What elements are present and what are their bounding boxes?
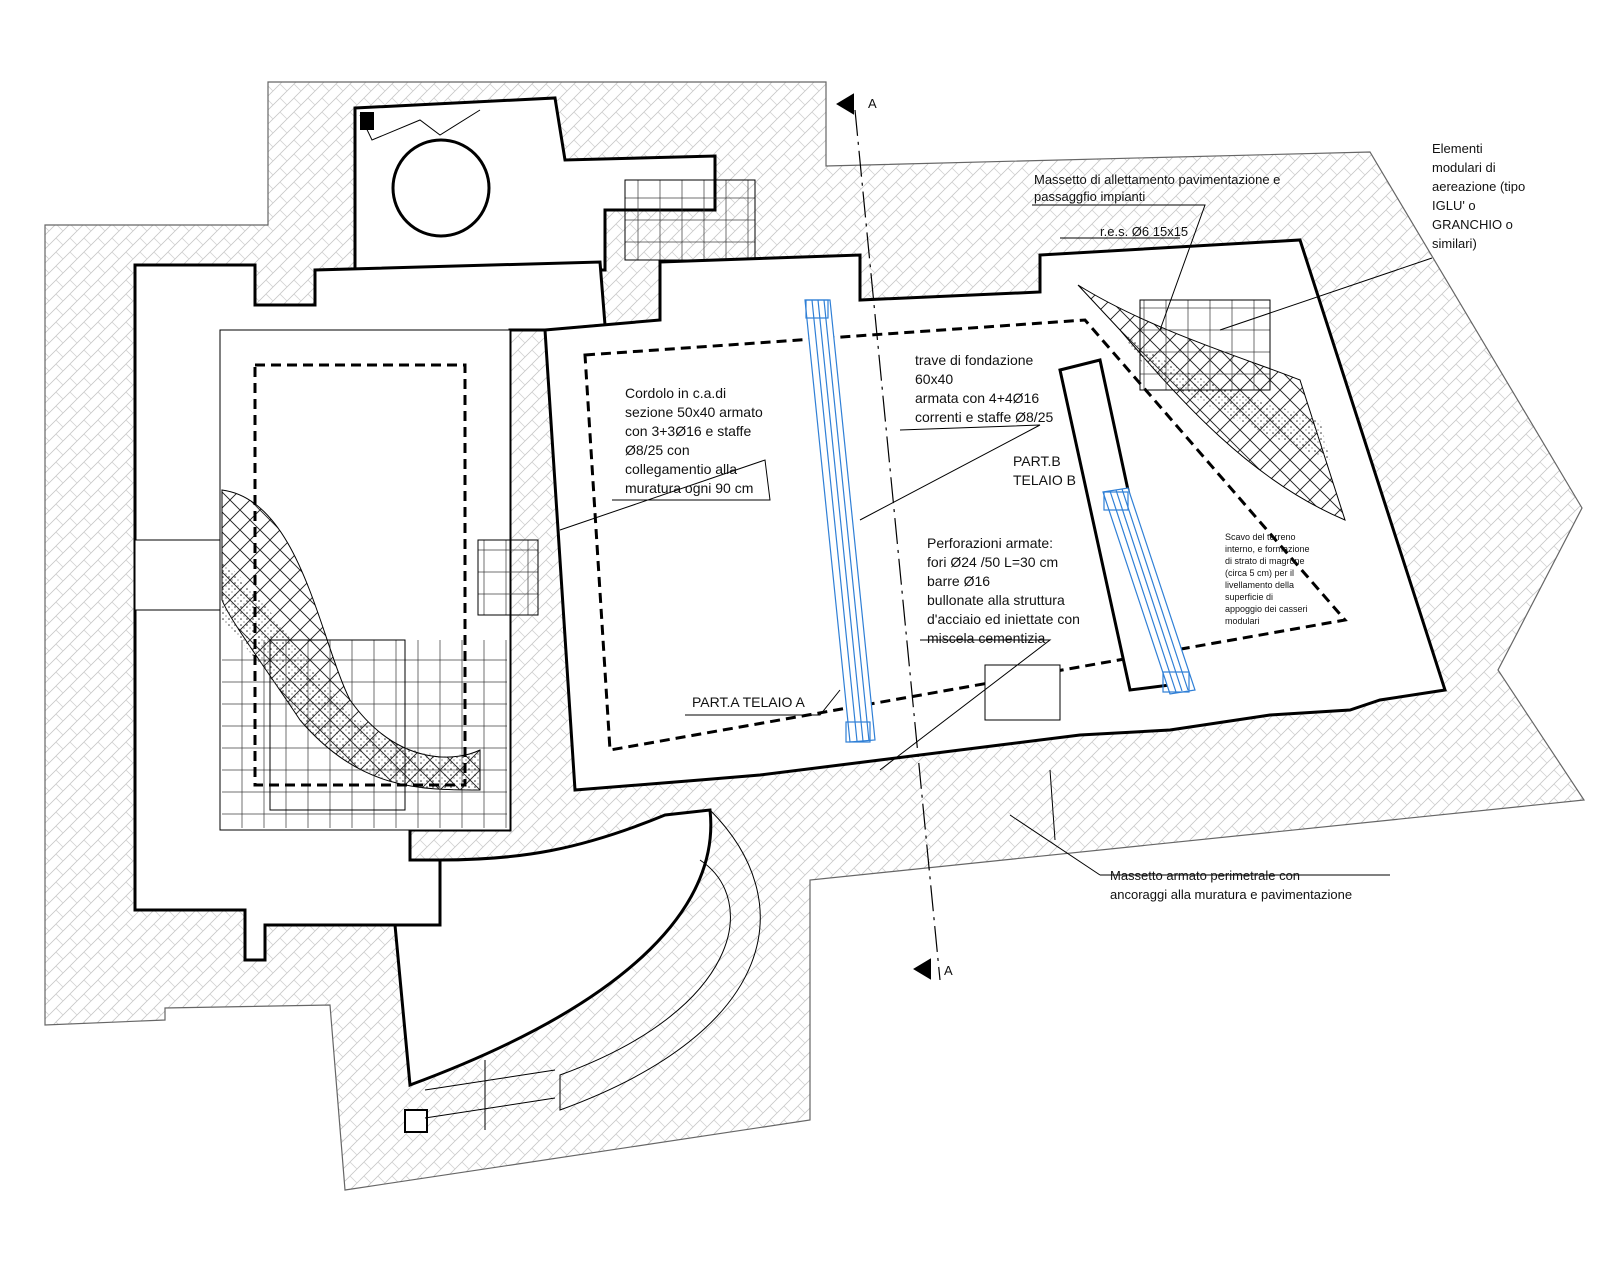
section-arrow-bottom-icon — [913, 958, 931, 980]
svg-text:miscela cementizia: miscela cementizia — [927, 630, 1045, 646]
svg-text:aereazione (tipo: aereazione (tipo — [1432, 179, 1525, 194]
svg-text:similari): similari) — [1432, 236, 1477, 251]
svg-text:appoggio dei casseri: appoggio dei casseri — [1225, 604, 1308, 614]
svg-text:GRANCHIO o: GRANCHIO o — [1432, 217, 1513, 232]
svg-text:barre Ø16: barre Ø16 — [927, 573, 990, 589]
svg-text:di strato di magrone: di strato di magrone — [1225, 556, 1305, 566]
left-room-excavation-gravel — [222, 560, 480, 790]
svg-text:muratura ogni 90 cm: muratura ogni 90 cm — [625, 480, 753, 496]
svg-text:ancoraggi alla muratura e pavi: ancoraggi alla muratura e pavimentazione — [1110, 887, 1352, 902]
section-label-top: A — [868, 96, 877, 111]
svg-text:60x40: 60x40 — [915, 371, 953, 387]
svg-text:Scavo del terreno: Scavo del terreno — [1225, 532, 1296, 542]
annotation-scavo: Scavo del terreno interno, e formazione … — [1225, 532, 1310, 626]
svg-text:passaggfio impianti: passaggfio impianti — [1034, 189, 1145, 204]
svg-text:(circa 5 cm) per il: (circa 5 cm) per il — [1225, 568, 1294, 578]
svg-text:Cordolo in c.a.di: Cordolo in c.a.di — [625, 385, 726, 401]
upper-room — [353, 96, 756, 272]
svg-text:modulari: modulari — [1225, 616, 1260, 626]
annotation-massetto-bottom: Massetto armato perimetrale con ancoragg… — [1110, 868, 1352, 902]
svg-text:Ø8/25 con: Ø8/25 con — [625, 442, 690, 458]
section-axis: A A — [836, 93, 953, 981]
stair-upper — [624, 179, 756, 261]
svg-text:sezione 50x40 armato: sezione 50x40 armato — [625, 404, 763, 420]
steel-frame-b — [1102, 487, 1196, 695]
annotation-part-a: PART.A TELAIO A — [692, 694, 805, 710]
leader-lines — [559, 204, 1433, 876]
svg-text:Elementi: Elementi — [1432, 141, 1483, 156]
aeration-elements — [1139, 299, 1271, 391]
annotation-res: r.e.s. Ø6 15x15 — [1100, 224, 1188, 239]
svg-text:correnti e staffe Ø8/25: correnti e staffe Ø8/25 — [915, 409, 1053, 425]
annotation-massetto-top: Massetto di allettamento pavimentazione … — [1034, 172, 1280, 204]
annotation-perforazioni: Perforazioni armate: fori Ø24 /50 L=30 c… — [927, 535, 1080, 646]
steel-frame-a — [804, 299, 876, 743]
svg-text:livellamento della: livellamento della — [1225, 580, 1294, 590]
entry-ramp — [393, 808, 761, 1133]
annotation-part-b: PART.B TELAIO B — [1013, 453, 1076, 488]
svg-text:Massetto armato perimetrale co: Massetto armato perimetrale con — [1110, 868, 1300, 883]
svg-text:PART.B: PART.B — [1013, 453, 1061, 469]
svg-text:bullonate alla struttura: bullonate alla struttura — [927, 592, 1065, 608]
svg-text:interno, e formazione: interno, e formazione — [1225, 544, 1310, 554]
annotation-elementi: Elementi modulari di aereazione (tipo IG… — [1432, 141, 1525, 251]
svg-text:TELAIO B: TELAIO B — [1013, 472, 1076, 488]
svg-text:collegamentio alla: collegamentio alla — [625, 461, 737, 477]
section-arrow-top-icon — [836, 93, 854, 115]
svg-text:Perforazioni armate:: Perforazioni armate: — [927, 535, 1053, 551]
svg-text:d'acciaio ed iniettate con: d'acciaio ed iniettate con — [927, 611, 1080, 627]
annotation-cordolo: Cordolo in c.a.di sezione 50x40 armato c… — [625, 385, 763, 496]
svg-text:superficie di: superficie di — [1225, 592, 1273, 602]
svg-text:IGLU' o: IGLU' o — [1432, 198, 1476, 213]
section-label-bottom: A — [944, 963, 953, 978]
annotation-trave: trave di fondazione 60x40 armata con 4+4… — [915, 352, 1053, 425]
svg-text:Massetto di allettamento pavim: Massetto di allettamento pavimentazione … — [1034, 172, 1280, 187]
right-room-excavation-gravel — [1120, 330, 1330, 460]
svg-text:fori Ø24 /50 L=30 cm: fori Ø24 /50 L=30 cm — [927, 554, 1058, 570]
svg-text:trave di fondazione: trave di fondazione — [915, 352, 1034, 368]
svg-text:con 3+3Ø16 e staffe: con 3+3Ø16 e staffe — [625, 423, 751, 439]
svg-text:armata con 4+4Ø16: armata con 4+4Ø16 — [915, 390, 1039, 406]
svg-text:modulari di: modulari di — [1432, 160, 1496, 175]
main-room — [543, 238, 1447, 792]
left-room — [133, 260, 607, 962]
